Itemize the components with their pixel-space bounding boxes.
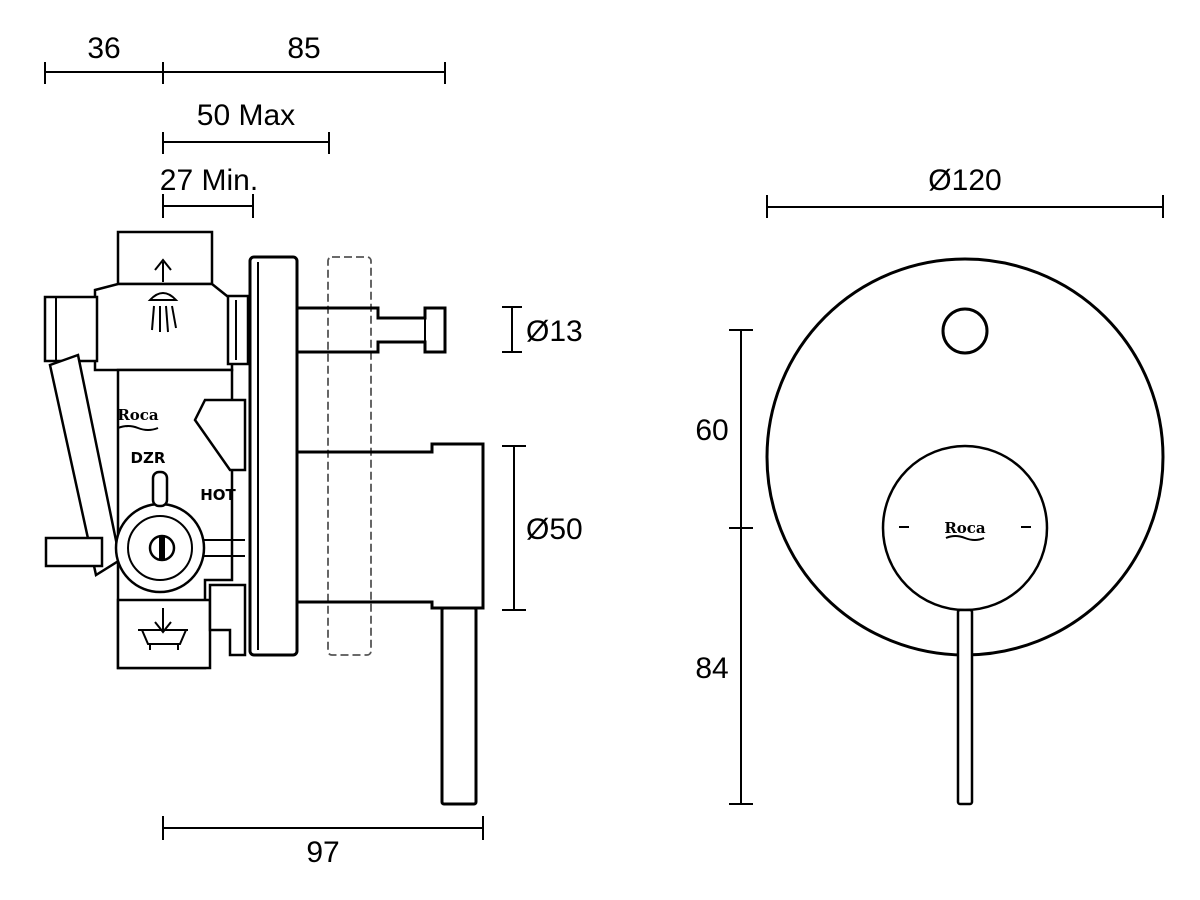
dimension-label-diameter-120: Ø120	[928, 164, 1001, 197]
brand-wave-front	[945, 535, 985, 541]
brand-label-front: Roca	[944, 519, 986, 537]
hot-label: HOT	[200, 486, 236, 504]
dzr-label: DZR	[131, 449, 166, 467]
brand-wave-side	[117, 425, 159, 431]
handle-side	[297, 442, 485, 806]
dimension-60-84: 60 84	[695, 329, 753, 805]
front-view: Roca	[765, 257, 1165, 806]
dimension-diameter-13: Ø13	[502, 306, 583, 353]
dimension-label-50-max: 50 Max	[197, 99, 295, 132]
bathtub-outlet-icon	[138, 608, 188, 650]
dimension-27-min: 27 Min.	[160, 164, 258, 218]
dimension-label-85: 85	[287, 32, 320, 65]
dimension-diameter-50: Ø50	[502, 445, 583, 611]
dimension-36-85: 36 85	[44, 32, 446, 84]
dimension-label-diameter-50: Ø50	[526, 513, 583, 546]
dimension-label-97: 97	[306, 836, 339, 869]
dimension-97: 97	[162, 816, 484, 869]
dimension-label-84: 84	[695, 652, 728, 685]
diverter-knob-front	[941, 307, 989, 355]
handle-lever-front	[956, 608, 974, 806]
dimension-diameter-120: Ø120	[766, 164, 1164, 218]
valve-body-side-view	[43, 230, 250, 670]
hidden-plate-outline	[327, 256, 372, 656]
dimension-label-60: 60	[695, 414, 728, 447]
wall-plate-side	[248, 255, 299, 657]
shower-outlet-icon	[147, 258, 179, 333]
dimension-label-27-min: 27 Min.	[160, 164, 258, 197]
brand-label-side: Roca	[117, 406, 159, 424]
dimension-50-max: 50 Max	[162, 99, 330, 154]
dimension-label-diameter-13: Ø13	[526, 315, 583, 348]
dimension-label-36: 36	[87, 32, 120, 65]
diverter-stem-side	[297, 306, 447, 354]
